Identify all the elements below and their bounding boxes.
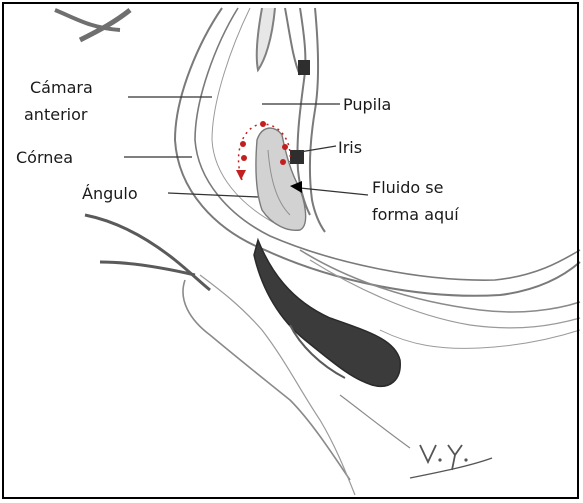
image-border [2, 2, 579, 499]
